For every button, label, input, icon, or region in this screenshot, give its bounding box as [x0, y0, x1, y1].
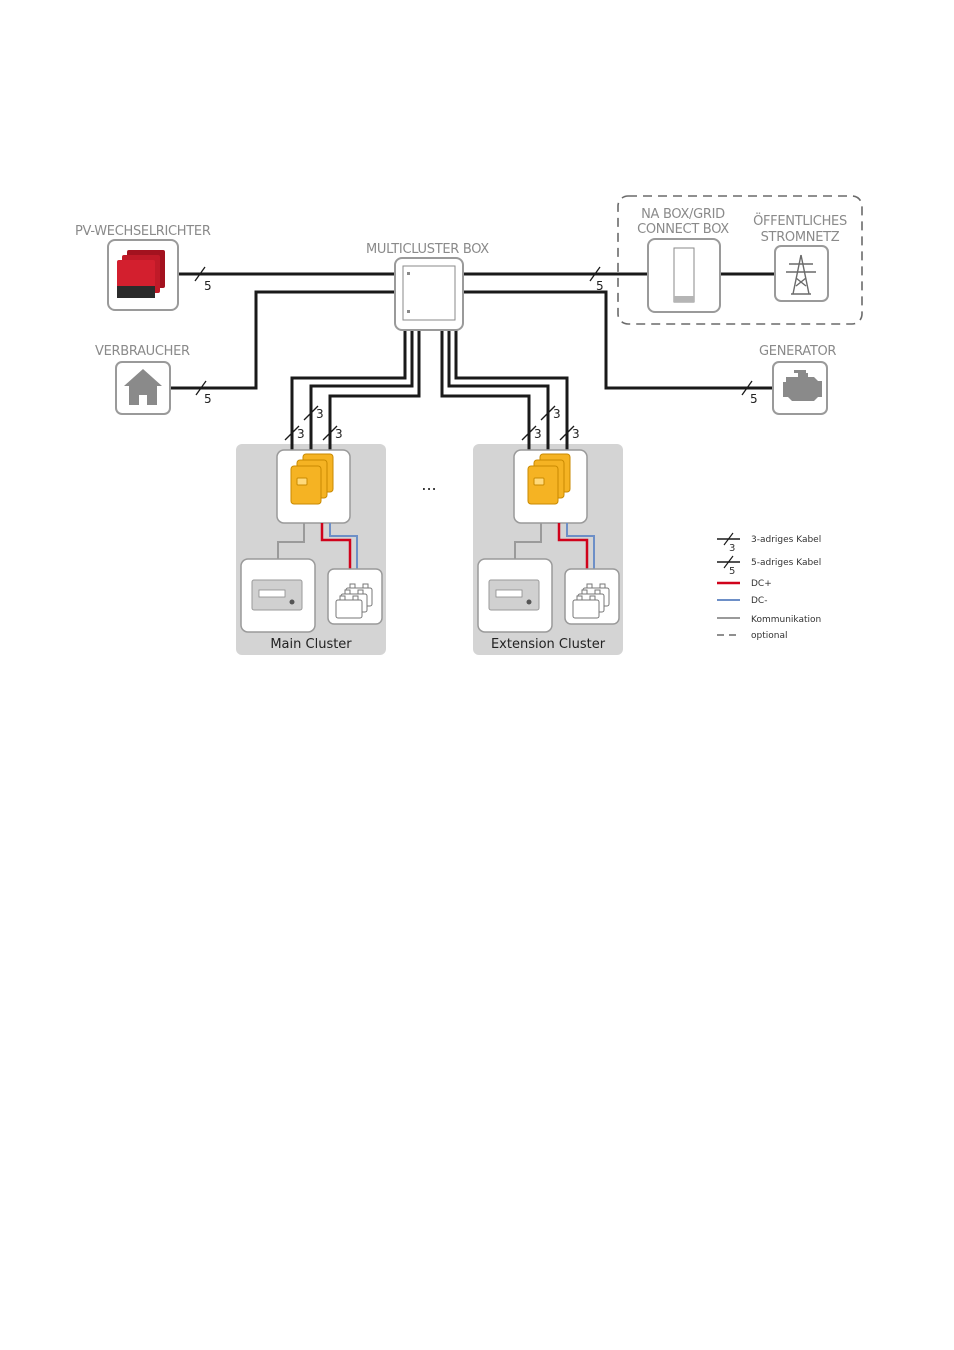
- ext-dc-minus: [566, 523, 595, 570]
- ext-cable-count-a: 3: [534, 427, 542, 441]
- main-battery-bank: [327, 568, 383, 625]
- main-cable-count-a: 3: [297, 427, 305, 441]
- pv-cable-count: 5: [204, 279, 212, 293]
- main-cable-count-b: 3: [316, 407, 324, 421]
- main-cluster-label: Main Cluster: [270, 637, 352, 652]
- more-clusters-ellipsis: ...: [421, 475, 436, 494]
- multicluster-box: [394, 257, 464, 331]
- cable-ticks: [194, 266, 753, 441]
- multicluster-box-label: MULTICLUSTER BOX: [366, 242, 489, 257]
- na-box-label-line1: NA BOX/GRID: [641, 207, 725, 222]
- main-cable-count-c: 3: [335, 427, 343, 441]
- main-control-panel: [240, 558, 316, 633]
- optional-region: [617, 195, 863, 325]
- legend-communication: Kommunikation: [751, 615, 821, 625]
- grid-label-line1: ÖFFENTLICHES: [753, 212, 847, 229]
- pv-inverter-label: PV-WECHSELRICHTER: [75, 224, 211, 239]
- legend-optional: optional: [751, 631, 787, 641]
- legend-cable3-num: 3: [729, 543, 735, 554]
- extension-control-panel: [477, 558, 553, 633]
- ext-dc-plus: [557, 523, 589, 570]
- house-icon: [115, 361, 171, 415]
- legend: 3 3-adriges Kabel 5 5-adriges Kabel DC+ …: [717, 532, 821, 641]
- consumer-label: VERBRAUCHER: [95, 344, 190, 359]
- battery-inverter-icon: [290, 453, 334, 505]
- main-dc-minus: [329, 523, 358, 570]
- grid-label-line2: STROMNETZ: [761, 230, 840, 245]
- na-box-label-line2: CONNECT BOX: [637, 222, 729, 237]
- pv-inverter-icon: [107, 239, 179, 311]
- consumer-cable-count: 5: [204, 392, 212, 406]
- generator-label: GENERATOR: [759, 344, 836, 359]
- legend-cable5: 5-adriges Kabel: [751, 558, 821, 568]
- transmission-tower-icon: [774, 245, 829, 302]
- ac-cables: [170, 272, 775, 452]
- engine-icon: [772, 361, 828, 415]
- extension-battery-bank: [564, 568, 620, 625]
- extension-cluster-label: Extension Cluster: [491, 637, 606, 652]
- main-dc-plus: [320, 523, 352, 570]
- grid-cable-count: 5: [596, 279, 604, 293]
- legend-dc-plus: DC+: [751, 579, 772, 589]
- extension-inverter: [513, 449, 588, 524]
- battery-inverter-icon: [527, 453, 571, 505]
- generator-cable-count: 5: [750, 392, 758, 406]
- main-comm-line: [277, 523, 305, 560]
- main-inverter: [276, 449, 351, 524]
- legend-cable3: 3-adriges Kabel: [751, 535, 821, 545]
- ext-cable-count-b: 3: [553, 407, 561, 421]
- ext-cable-count-c: 3: [572, 427, 580, 441]
- ext-comm-line: [514, 523, 542, 560]
- legend-dc-minus: DC-: [751, 596, 767, 606]
- na-box: [647, 238, 721, 313]
- legend-cable5-num: 5: [729, 566, 735, 577]
